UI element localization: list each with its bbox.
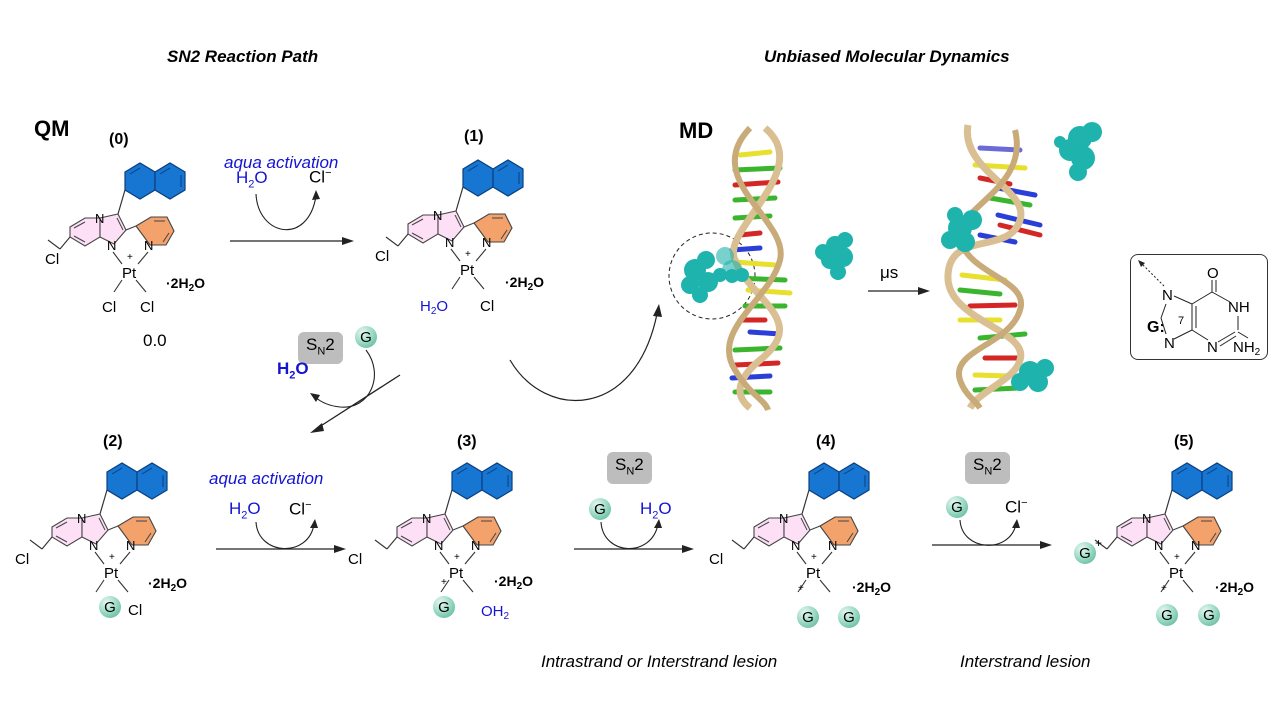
guanine-structure-box xyxy=(1130,254,1268,360)
step-4-arrow xyxy=(932,519,1052,549)
compound-3-structure: Cl + ·2H2O OH2 xyxy=(348,462,533,622)
compound-0-energy: 0.0 xyxy=(143,331,167,350)
bound-ligand-spheres xyxy=(941,122,1102,392)
svg-text:Cl: Cl xyxy=(348,551,362,568)
compound-2-label: (2) xyxy=(103,433,123,450)
compound-1-structure: Cl ·2H2O H2O Cl xyxy=(375,159,544,317)
svg-text:7: 7 xyxy=(1178,315,1184,327)
dna-helix-final xyxy=(941,122,1102,411)
compound-5-structure: + + ·2H2O xyxy=(1094,462,1254,598)
svg-text:Cl: Cl xyxy=(102,299,116,316)
step-3-guanine-in: G xyxy=(589,498,611,520)
lesion-label-inter: Interstrand lesion xyxy=(960,652,1091,671)
svg-text:Cl: Cl xyxy=(480,298,494,315)
svg-text:·2H2O: ·2H2O xyxy=(505,274,544,293)
lesion-label-intra-inter: Intrastrand or Interstrand lesion xyxy=(541,652,778,671)
step-1-water-out: H2O xyxy=(277,359,309,382)
header-unbiased-md: Unbiased Molecular Dynamics xyxy=(764,47,1010,66)
step-0-label: aqua activation xyxy=(224,153,339,172)
svg-text:·2H2O: ·2H2O xyxy=(1215,579,1254,598)
qm-label: QM xyxy=(34,116,70,141)
step-2-reagent-in: H2O xyxy=(229,499,261,522)
step-2-arrow xyxy=(216,519,346,553)
svg-text:+: + xyxy=(1095,536,1102,550)
step-1-guanine-in: G xyxy=(355,326,377,348)
guanine-label: G: xyxy=(1147,319,1165,336)
step-3-water-out: H2O xyxy=(640,499,672,522)
step-4-guanine-in: G xyxy=(946,496,968,518)
compound-2-guanine: G xyxy=(99,596,121,618)
svg-text:·2H2O: ·2H2O xyxy=(852,579,891,598)
compound-1-label: (1) xyxy=(464,128,484,145)
step-1-sn2-badge: SN2 xyxy=(298,332,343,365)
svg-text:Cl: Cl xyxy=(375,248,389,265)
compound-5-guanine-2: G xyxy=(1198,604,1220,626)
svg-text:Cl: Cl xyxy=(140,299,154,316)
guanine-structure: G: N N 7 O NH N NH2 xyxy=(1138,260,1261,358)
step-3-arrow xyxy=(574,519,694,553)
compound-4-structure: Cl + ·2H2O xyxy=(709,462,891,598)
compound-2-structure: Cl ·2H2O Cl xyxy=(15,462,187,619)
svg-text:+: + xyxy=(1161,583,1167,594)
step-3-sn2-badge: SN2 xyxy=(607,452,652,485)
step-2-reagent-out: Cl− xyxy=(289,499,312,519)
ligand-spheres xyxy=(681,232,853,303)
svg-text:Cl: Cl xyxy=(709,551,723,568)
step-0-reagent-out: Cl− xyxy=(309,167,332,187)
header-sn2-reaction-path: SN2 Reaction Path xyxy=(167,47,319,66)
step-4-sn2-badge: SN2 xyxy=(965,452,1010,485)
svg-text:O: O xyxy=(1207,265,1219,282)
compound-4-guanine-1: G xyxy=(797,606,819,628)
svg-text:N: N xyxy=(1207,339,1218,356)
compound-4-guanine-2: G xyxy=(838,606,860,628)
compound-3-label: (3) xyxy=(457,433,477,450)
step-2-label: aqua activation xyxy=(209,469,324,488)
svg-text:·2H2O: ·2H2O xyxy=(166,275,205,294)
md-transition-arrow xyxy=(509,304,662,401)
svg-text:·2H2O: ·2H2O xyxy=(494,573,533,592)
svg-text:+: + xyxy=(441,577,447,588)
svg-text:+: + xyxy=(798,583,804,594)
svg-text:N: N xyxy=(1164,335,1175,352)
dna-helix-initial xyxy=(668,125,853,412)
svg-text:N: N xyxy=(1162,287,1173,304)
compound-5-guanine-1: G xyxy=(1156,604,1178,626)
step-0-arrow xyxy=(230,190,354,245)
svg-text:Cl: Cl xyxy=(128,602,142,619)
svg-text:·2H2O: ·2H2O xyxy=(148,575,187,594)
step-1-arrow xyxy=(310,349,401,433)
svg-text:Cl: Cl xyxy=(15,551,29,568)
compound-0-label: (0) xyxy=(109,131,129,148)
svg-text:OH2: OH2 xyxy=(481,603,510,622)
step-0-reagent-in: H2O xyxy=(236,168,268,191)
md-time-arrow xyxy=(868,287,930,295)
svg-text:NH2: NH2 xyxy=(1233,339,1261,358)
compound-5-guanine-alkyl: G xyxy=(1074,542,1096,564)
compound-5-label: (5) xyxy=(1174,433,1194,450)
compound-0-chloromethyl-cl: Cl xyxy=(45,251,59,268)
svg-text:NH: NH xyxy=(1228,299,1250,316)
md-time-label: μs xyxy=(880,263,899,282)
md-label: MD xyxy=(679,118,714,143)
compound-4-label: (4) xyxy=(816,433,836,450)
binding-site-circle xyxy=(668,232,756,320)
step-4-reagent-out: Cl− xyxy=(1005,497,1028,517)
compound-3-guanine: G xyxy=(433,596,455,618)
compound-0-structure: Cl ·2H2O Cl Cl xyxy=(45,162,205,316)
svg-text:H2O: H2O xyxy=(420,298,448,317)
